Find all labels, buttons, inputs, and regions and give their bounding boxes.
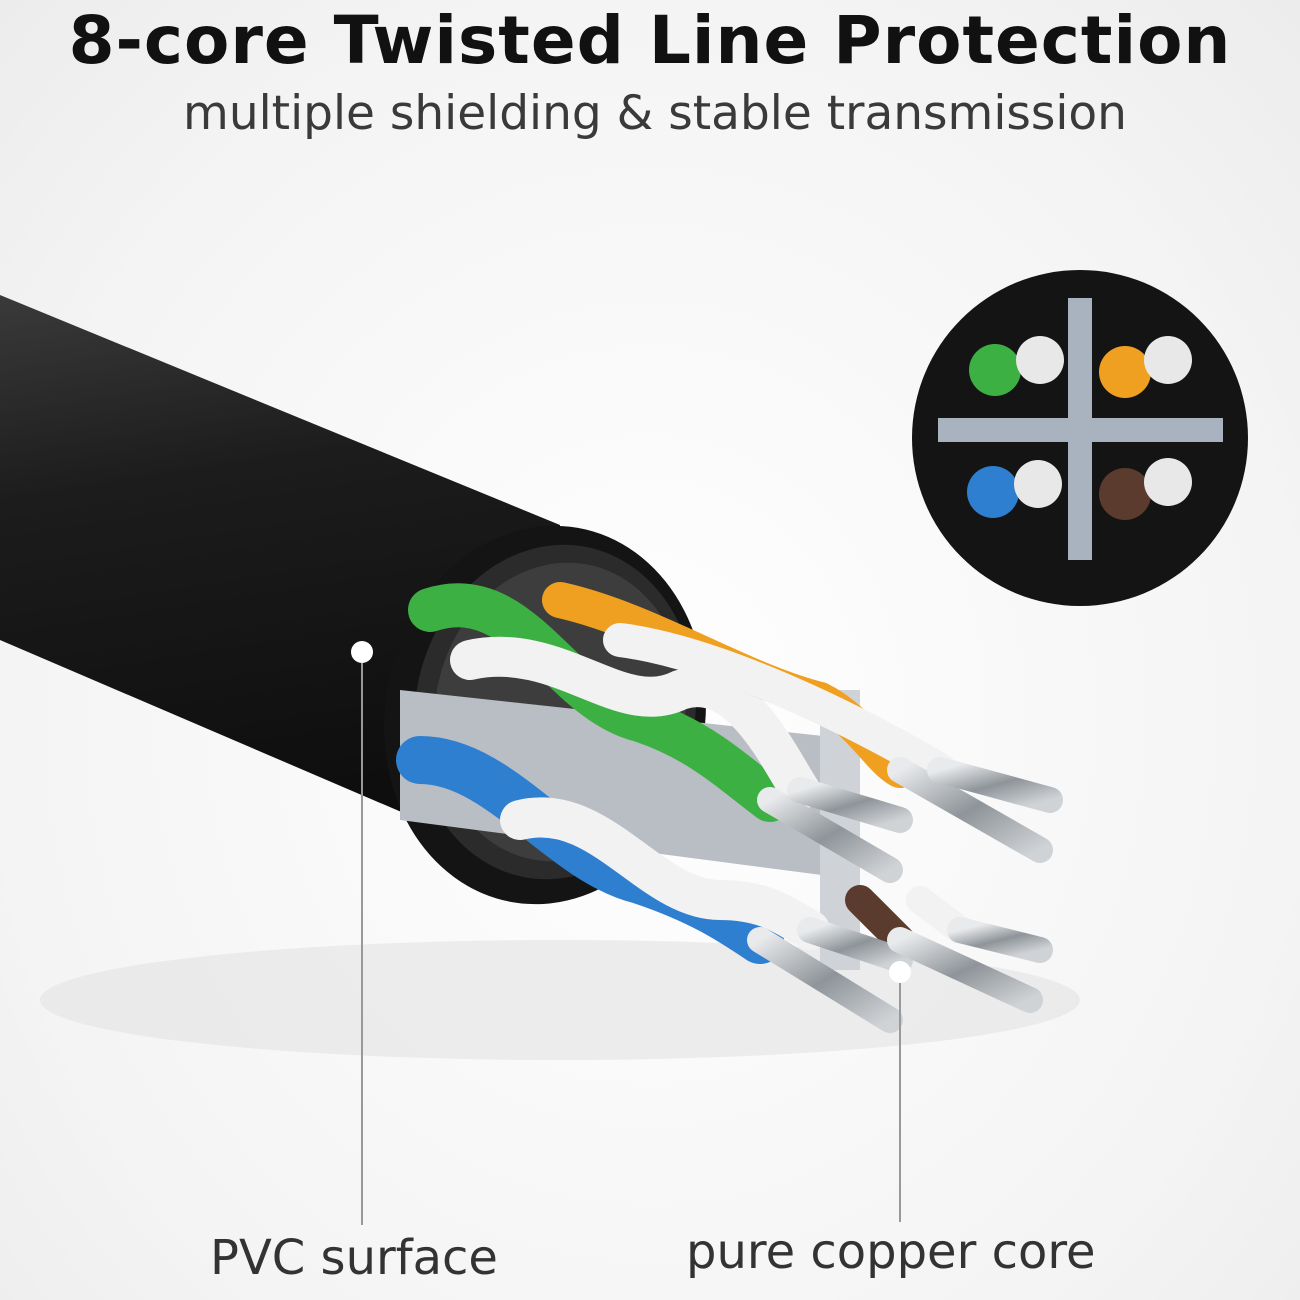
callout-pvc <box>351 641 373 1225</box>
copper-cores <box>747 757 1063 1033</box>
page-subtitle: multiple shielding & stable transmission <box>183 86 1127 141</box>
copper-core-label: pure copper core <box>686 1224 1096 1280</box>
pvc-surface-label: PVC surface <box>210 1230 498 1286</box>
page-title: 8-core Twisted Line Protection <box>68 2 1232 79</box>
cross-section-inset <box>912 270 1248 606</box>
callout-copper <box>889 961 911 1222</box>
